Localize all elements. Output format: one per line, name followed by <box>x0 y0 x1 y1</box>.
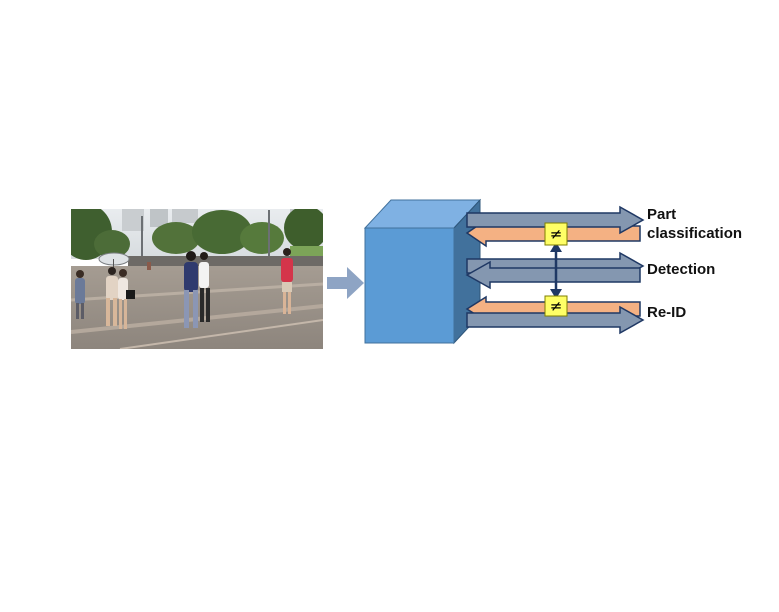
blue-left-arrow-icon <box>465 260 641 290</box>
branch-part-classification: Part classification <box>465 205 742 248</box>
down-arrowhead-icon <box>550 289 562 299</box>
right-arrow-icon <box>327 267 364 299</box>
street-scene-photo <box>71 209 323 349</box>
not-equal-icon: ≠ <box>550 225 563 243</box>
not-equal-icon: ≠ <box>550 297 563 315</box>
branch-detection: Detection <box>465 251 715 290</box>
branch-label-detection: Detection <box>647 261 715 278</box>
branch-reid: Re-ID <box>465 295 686 335</box>
up-arrowhead-icon <box>550 242 562 252</box>
blue-right-arrow-icon <box>466 205 645 235</box>
vertical-connector <box>550 242 562 299</box>
branch-label-part: Part <box>647 206 676 223</box>
branch-label-classification: classification <box>647 225 742 242</box>
blue-right-arrow-icon <box>466 305 645 335</box>
not-equal-box-top: ≠ <box>544 222 568 246</box>
not-equal-box-bottom: ≠ <box>544 295 568 317</box>
branch-label-reid: Re-ID <box>647 304 686 321</box>
cube-icon <box>363 198 482 345</box>
